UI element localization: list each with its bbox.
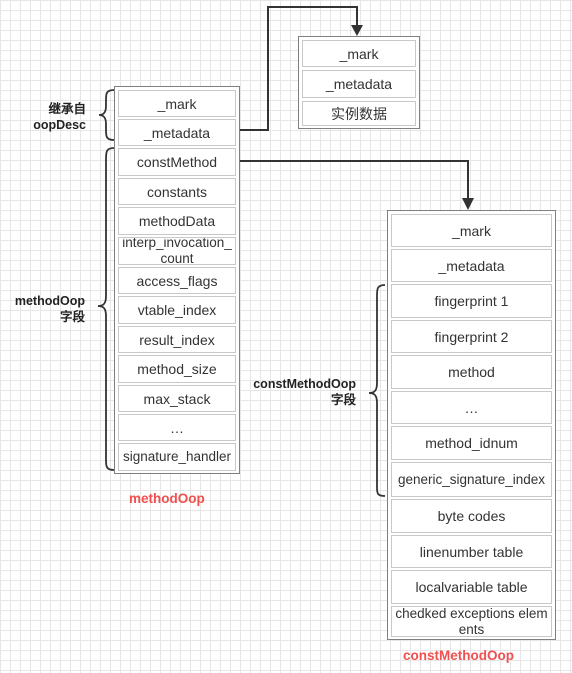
- constmethodoop-field-ellipsis: …: [391, 391, 552, 424]
- constmethodoop-field-localvariable-table: localvariable table: [391, 570, 552, 604]
- constmethodoop-field-fingerprint-1: fingerprint 1: [391, 284, 552, 318]
- instance-field-mark: _mark: [302, 40, 416, 67]
- methodoop-title: methodOop: [129, 491, 205, 506]
- constmethodoop-field-mark: _mark: [391, 214, 552, 247]
- methodoop-field-constants: constants: [118, 178, 236, 205]
- methodoop-field-access-flags: access_flags: [118, 267, 236, 294]
- instance-field-metadata: _metadata: [302, 70, 416, 98]
- arrow-metadata-to-instance: [240, 6, 358, 131]
- label-methodoop-fields-line-2: 字段: [59, 310, 85, 324]
- arrow-metadata-to-instance-head: [351, 25, 363, 36]
- label-inherited-line-2: oopDesc: [33, 118, 86, 132]
- label-constmethodoop-fields: constMethodOop 字段: [240, 376, 356, 408]
- label-constmethodoop-fields-line-2: 字段: [330, 393, 356, 407]
- constmethodoop-field-method-idnum: method_idnum: [391, 426, 552, 460]
- methodoop-field-metadata: _metadata: [118, 119, 236, 146]
- methodoop-box: _mark _metadata constMethod constants me…: [114, 86, 240, 474]
- constmethodoop-field-byte-codes: byte codes: [391, 499, 552, 533]
- methodoop-field-method-size: method_size: [118, 355, 236, 383]
- constmethodoop-field-fingerprint-2: fingerprint 2: [391, 320, 552, 353]
- constmethodoop-title: constMethodOop: [403, 648, 514, 663]
- instance-field-data: 实例数据: [302, 101, 416, 126]
- methodoop-field-interp-invocation-count: interp_invocation_count: [118, 237, 236, 265]
- label-methodoop-fields-line-1: methodOop: [14, 294, 85, 308]
- methodoop-field-constmethod: constMethod: [118, 148, 236, 176]
- label-inherited-from-oopdesc: 继承自 oopDesc: [10, 101, 86, 133]
- constmethodoop-field-metadata: _metadata: [391, 249, 552, 282]
- label-methodoop-fields: methodOop 字段: [0, 293, 85, 325]
- arrow-constmethod-to-constmethodoop: [240, 160, 469, 200]
- brace-methodoop-fields: [97, 147, 115, 471]
- constmethodoop-field-checked-exceptions: chedked exceptions elements: [391, 606, 552, 637]
- methodoop-field-methoddata: methodData: [118, 207, 236, 235]
- methodoop-field-result-index: result_index: [118, 326, 236, 353]
- brace-inherited: [98, 89, 115, 141]
- label-constmethodoop-fields-line-1: constMethodOop: [253, 377, 356, 391]
- arrow-constmethod-to-constmethodoop-head: [462, 198, 474, 210]
- constmethodoop-field-method: method: [391, 355, 552, 389]
- constmethodoop-field-generic-signature-index: generic_signature_index: [391, 462, 552, 497]
- constmethodoop-field-linenumber-table: linenumber table: [391, 535, 552, 568]
- constmethodoop-box: _mark _metadata fingerprint 1 fingerprin…: [387, 210, 556, 640]
- methodoop-field-vtable-index: vtable_index: [118, 296, 236, 324]
- methodoop-field-mark: _mark: [118, 90, 236, 117]
- label-inherited-line-1: 继承自: [48, 102, 86, 116]
- instance-box: _mark _metadata 实例数据: [298, 36, 420, 129]
- methodoop-field-max-stack: max_stack: [118, 385, 236, 412]
- methodoop-field-ellipsis: …: [118, 414, 236, 441]
- brace-constmethodoop-fields: [368, 284, 386, 497]
- methodoop-field-signature-handler: signature_handler: [118, 443, 236, 471]
